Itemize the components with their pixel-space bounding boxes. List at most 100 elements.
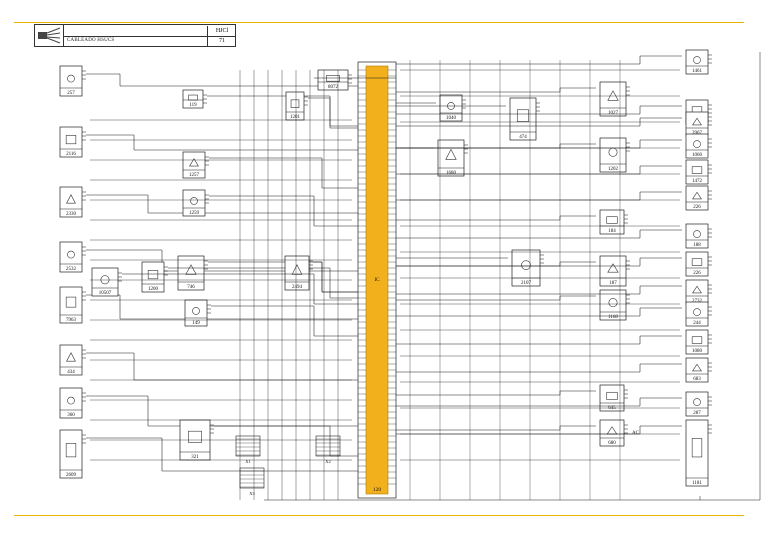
component-label: 2107 — [521, 281, 532, 286]
component-label: 360 — [67, 413, 75, 418]
component-symbol — [445, 148, 457, 160]
component-label: X1 — [245, 459, 251, 464]
component-symbol — [66, 352, 76, 362]
component-symbol — [693, 398, 701, 406]
component-box — [59, 126, 83, 158]
component-box — [177, 255, 205, 291]
component-symbol — [65, 296, 77, 308]
component-label: 1040 — [446, 116, 457, 121]
component-symbol — [67, 74, 75, 83]
component-box — [685, 419, 709, 487]
component-label: 8072 — [328, 85, 339, 90]
component-label: 1257 — [189, 173, 200, 178]
component-symbol — [290, 99, 300, 108]
component-box — [685, 329, 709, 355]
component-symbol — [100, 275, 110, 285]
top-rule — [14, 22, 744, 23]
component-symbol — [190, 197, 198, 205]
component-symbol — [516, 109, 530, 122]
component-symbol — [67, 250, 75, 259]
component-box — [284, 255, 310, 291]
component-symbol — [326, 75, 340, 82]
component-label: 119 — [189, 103, 197, 108]
component-symbol — [607, 263, 619, 273]
title-block-divider — [63, 36, 207, 37]
component-label: 2494 — [292, 285, 303, 290]
component-label: 226 — [693, 271, 701, 276]
component-symbol — [693, 140, 701, 148]
component-label: 2609 — [66, 473, 77, 478]
component-box — [599, 289, 627, 321]
component-symbol — [607, 90, 619, 101]
component-label: 680 — [608, 441, 616, 446]
component-label: 1060 — [692, 153, 703, 158]
connector-block — [235, 435, 261, 457]
component-box — [599, 81, 627, 117]
component-symbol — [691, 438, 703, 458]
component-symbol — [67, 396, 75, 405]
component-label: 321 — [191, 455, 199, 460]
component-box — [685, 49, 709, 75]
component-label: 474 — [519, 135, 527, 140]
component-symbol — [606, 216, 618, 224]
component-symbol — [693, 308, 701, 316]
component-box — [91, 267, 119, 297]
title-block-code: HJCl — [207, 26, 236, 37]
component-box — [59, 241, 83, 273]
component-label: 434 — [67, 370, 75, 375]
component-box — [685, 185, 709, 211]
component-label: 287 — [693, 411, 701, 416]
component-label: 2330 — [66, 212, 77, 217]
component-label: X2 — [325, 459, 331, 464]
component-label: 1259 — [189, 211, 200, 216]
component-label: 683 — [693, 377, 701, 382]
connector-block — [315, 435, 341, 457]
harness-icon — [38, 27, 61, 44]
bottom-rule — [14, 515, 744, 516]
component-box — [509, 97, 537, 141]
component-label: 10507 — [99, 291, 112, 296]
component-label: 1200 — [148, 287, 159, 292]
component-symbol — [185, 264, 197, 275]
component-symbol — [606, 391, 618, 400]
component-label: 120 — [373, 487, 382, 493]
component-box — [599, 137, 627, 173]
component-symbol — [291, 264, 303, 275]
component-box — [141, 261, 165, 293]
component-box — [59, 387, 83, 419]
component-label: 257 — [67, 91, 75, 96]
component-label: 226 — [693, 205, 701, 210]
component-box — [59, 65, 83, 97]
component-box — [685, 301, 709, 327]
component-symbol — [521, 260, 531, 270]
component-label: X3 — [249, 491, 255, 496]
component-symbol — [692, 191, 702, 200]
component-symbol — [65, 135, 77, 145]
component-box — [599, 255, 627, 287]
component-box — [59, 286, 83, 324]
title-block-name: CABLEADO HSUCS — [67, 38, 115, 43]
component-label: 1080 — [692, 349, 703, 354]
component-box — [59, 344, 83, 376]
component-symbol — [189, 158, 199, 167]
title-block: CABLEADO HSUCS HJCl 71 — [34, 24, 236, 47]
component-symbol — [691, 336, 703, 344]
component-label: 2732 — [692, 299, 703, 304]
component-symbol — [693, 230, 701, 238]
component-box — [317, 69, 349, 91]
component-label: 1680 — [446, 171, 457, 176]
component-label: 149 — [192, 321, 200, 326]
component-symbol — [65, 443, 77, 458]
title-block-icon-cell — [35, 25, 64, 46]
component-symbol — [188, 430, 202, 443]
component-box — [685, 223, 709, 249]
component-label: 2116 — [66, 152, 76, 157]
component-label: 1027 — [608, 111, 619, 116]
component-label: AC — [632, 431, 640, 436]
component-label: 1461 — [692, 69, 703, 74]
component-box — [59, 186, 83, 218]
component-label: 1168 — [608, 315, 618, 320]
component-symbol — [66, 194, 76, 204]
component-symbol — [691, 258, 703, 266]
